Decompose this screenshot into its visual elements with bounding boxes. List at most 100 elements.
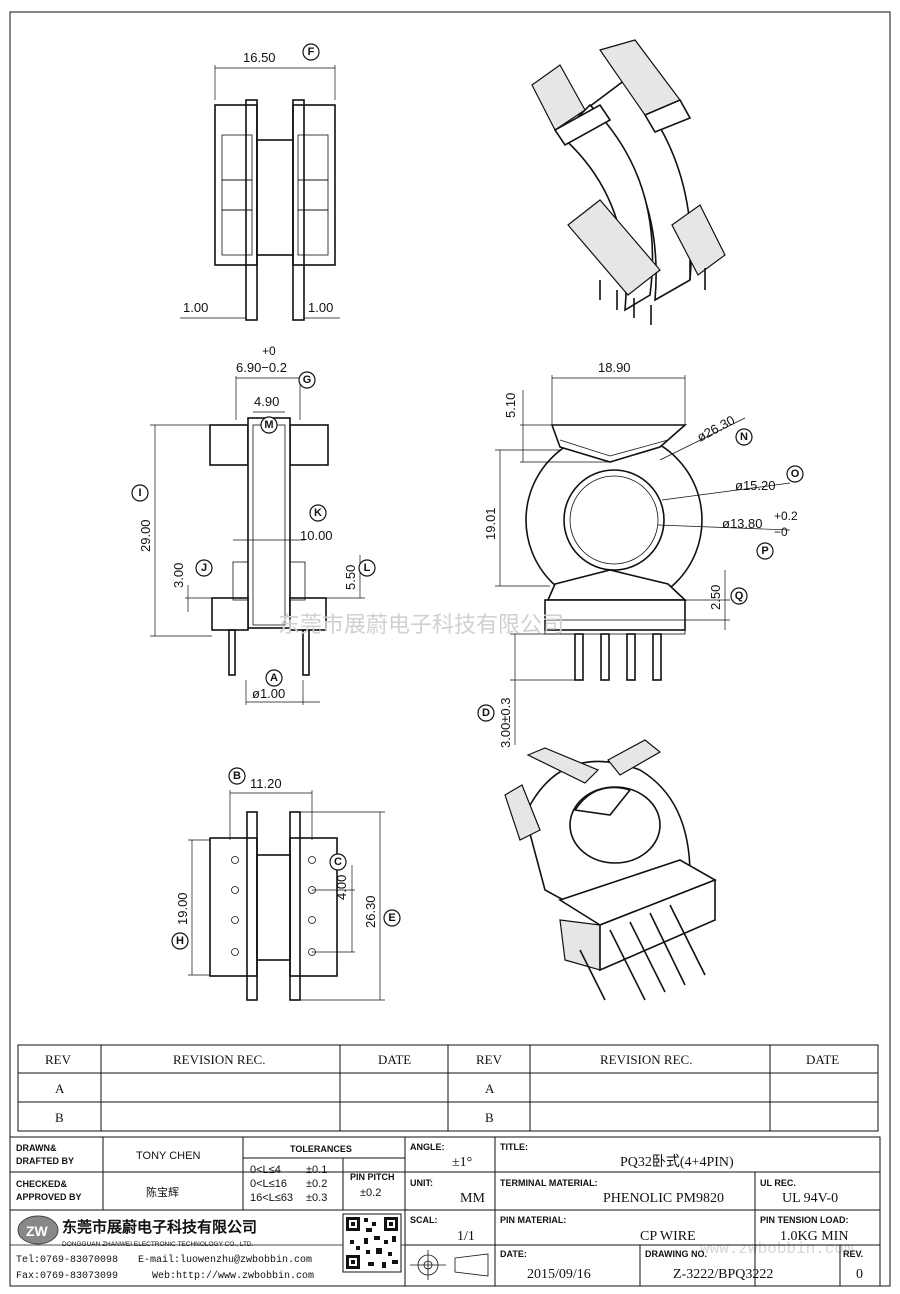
side-view: +0 6.90−0.2 G 4.90 M 29.00 I 10.00 K 3.0… xyxy=(131,344,376,705)
label-c: C xyxy=(334,856,342,868)
drawn-label-1: DRAWN& xyxy=(16,1143,57,1153)
drawn-value: TONY CHEN xyxy=(136,1150,200,1162)
dim-side-height: 29.00 xyxy=(138,519,153,552)
dim-side-pin: ø1.00 xyxy=(252,686,285,701)
label-p: P xyxy=(761,545,768,557)
bottom-view: 11.20 B 4.00 C 26.30 E 19.00 H xyxy=(171,767,401,1001)
dim-top-left: 1.00 xyxy=(183,300,208,315)
tol-range-2: 0<L≤16 xyxy=(250,1178,287,1190)
label-f: F xyxy=(308,46,315,58)
front-view: 18.90 5.10 ø26.30 N ø15.20 O ø13.80 +0.2… xyxy=(477,360,804,748)
pin-pitch-label: PIN PITCH xyxy=(350,1172,395,1182)
label-a: A xyxy=(270,672,278,684)
company-email: E-mail:luowenzhu@zwbobbin.com xyxy=(138,1254,312,1266)
dim-bottom-c: 4.00 xyxy=(334,875,349,900)
dim-front-p-tol-minus: −0 xyxy=(774,525,788,539)
pin-pitch-value: ±0.2 xyxy=(360,1187,381,1199)
unit-value: MM xyxy=(460,1191,485,1206)
label-i: I xyxy=(138,487,141,499)
dim-front-top: 5.10 xyxy=(503,393,518,418)
company-name-en: DONGGUAN ZHANWEI ELECTRONIC TECHNOLOGY C… xyxy=(62,1241,254,1248)
drawing-label: DRAWING NO. xyxy=(645,1249,707,1259)
label-o: O xyxy=(791,468,800,480)
company-logo: ZW xyxy=(17,1215,59,1245)
date-value: 2015/09/16 xyxy=(527,1267,591,1282)
ul-label: UL REC. xyxy=(760,1178,796,1188)
dim-bottom-e: 26.30 xyxy=(363,895,378,928)
tension-label: PIN TENSION LOAD: xyxy=(760,1215,849,1225)
unit-label: UNIT: xyxy=(410,1178,433,1188)
rev-header-2: REVISION REC. xyxy=(173,1052,265,1067)
company-web: Web:http://www.zwbobbin.com xyxy=(152,1270,314,1282)
dim-side-k: 10.00 xyxy=(300,528,333,543)
dim-side-inner: 4.90 xyxy=(254,394,279,409)
title-label: TITLE: xyxy=(500,1142,528,1152)
rev-row-a-right: A xyxy=(485,1081,495,1096)
sheet-border xyxy=(9,11,891,1287)
dim-top-width: 16.50 xyxy=(243,50,276,65)
label-h: H xyxy=(176,935,184,947)
angle-label: ANGLE: xyxy=(410,1142,445,1152)
title-value: PQ32卧式(4+4PIN) xyxy=(620,1154,734,1170)
checked-label-2: APPROVED BY xyxy=(16,1192,82,1202)
projection-symbol xyxy=(410,1250,489,1280)
qr-code xyxy=(342,1213,402,1273)
pin-material-label: PIN MATERIAL: xyxy=(500,1215,566,1225)
title-block: DRAWN& DRAFTED BY TONY CHEN CHECKED& APP… xyxy=(9,1136,881,1287)
dim-side-tol-plus: +0 xyxy=(262,344,276,358)
rev-value: 0 xyxy=(856,1267,863,1282)
drawing-value: Z-3222/BPQ3222 xyxy=(673,1267,773,1282)
rev-header-4: REV xyxy=(476,1052,503,1067)
label-e: E xyxy=(388,912,395,924)
pin-material-value: CP WIRE xyxy=(640,1229,696,1244)
terminal-label: TERMINAL MATERIAL: xyxy=(500,1178,598,1188)
dim-bottom-b: 11.20 xyxy=(250,776,282,791)
dim-side-j: 3.00 xyxy=(171,563,186,588)
watermark-text: 东莞市展蔚电子科技有限公司 xyxy=(278,613,564,638)
rev-row-b-right: B xyxy=(485,1110,494,1125)
isometric-view-bottom xyxy=(504,739,717,1001)
label-g: G xyxy=(303,374,312,386)
dim-side-l: 5.50 xyxy=(343,565,358,590)
dim-front-d: 3.00±0.3 xyxy=(498,697,513,748)
label-n: N xyxy=(740,431,748,443)
rev-header-3: DATE xyxy=(378,1052,411,1067)
tension-value: 1.0KG MIN xyxy=(780,1229,848,1244)
rev-label: REV. xyxy=(843,1249,863,1259)
dim-front-q: 2.50 xyxy=(708,585,723,610)
rev-row-a-left: A xyxy=(55,1081,65,1096)
company-name-cn: 东莞市展蔚电子科技有限公司 xyxy=(62,1218,257,1236)
tol-value-3: ±0.3 xyxy=(306,1192,327,1204)
dim-front-o: ø15.20 xyxy=(735,478,775,493)
tolerances-label: TOLERANCES xyxy=(290,1144,352,1154)
dim-front-n: ø26.30 xyxy=(694,412,737,444)
scale-value: 1/1 xyxy=(457,1229,475,1244)
label-b: B xyxy=(233,770,241,782)
rev-header-6: DATE xyxy=(806,1052,839,1067)
tol-value-2: ±0.2 xyxy=(306,1178,327,1190)
tol-range-1: 0<L≤4 xyxy=(250,1164,281,1176)
dim-side-width: 6.90−0.2 xyxy=(236,360,287,375)
rev-header-1: REV xyxy=(45,1052,72,1067)
ul-value: UL 94V-0 xyxy=(782,1191,838,1206)
rev-header-5: REVISION REC. xyxy=(600,1052,692,1067)
checked-label-1: CHECKED& xyxy=(16,1179,68,1189)
date-label: DATE: xyxy=(500,1249,527,1259)
dim-bottom-h: 19.00 xyxy=(175,892,190,925)
label-d: D xyxy=(482,707,490,719)
rev-row-b-left: B xyxy=(55,1110,64,1125)
label-j: J xyxy=(201,562,207,574)
dim-front-height: 19.01 xyxy=(483,507,498,540)
label-m: M xyxy=(264,419,273,431)
label-k: K xyxy=(314,507,322,519)
label-l: L xyxy=(364,562,371,574)
dim-front-p: ø13.80 xyxy=(722,516,762,531)
drawn-label-2: DRAFTED BY xyxy=(16,1156,74,1166)
scale-label: SCAL: xyxy=(410,1215,438,1225)
label-q: Q xyxy=(735,590,744,602)
revision-table: REV REVISION REC. DATE REV REVISION REC.… xyxy=(17,1044,879,1132)
company-tel: Tel:0769-83070098 xyxy=(16,1254,118,1266)
svg-text:ZW: ZW xyxy=(26,1223,49,1239)
company-fax: Fax:0769-83073099 xyxy=(16,1271,118,1282)
